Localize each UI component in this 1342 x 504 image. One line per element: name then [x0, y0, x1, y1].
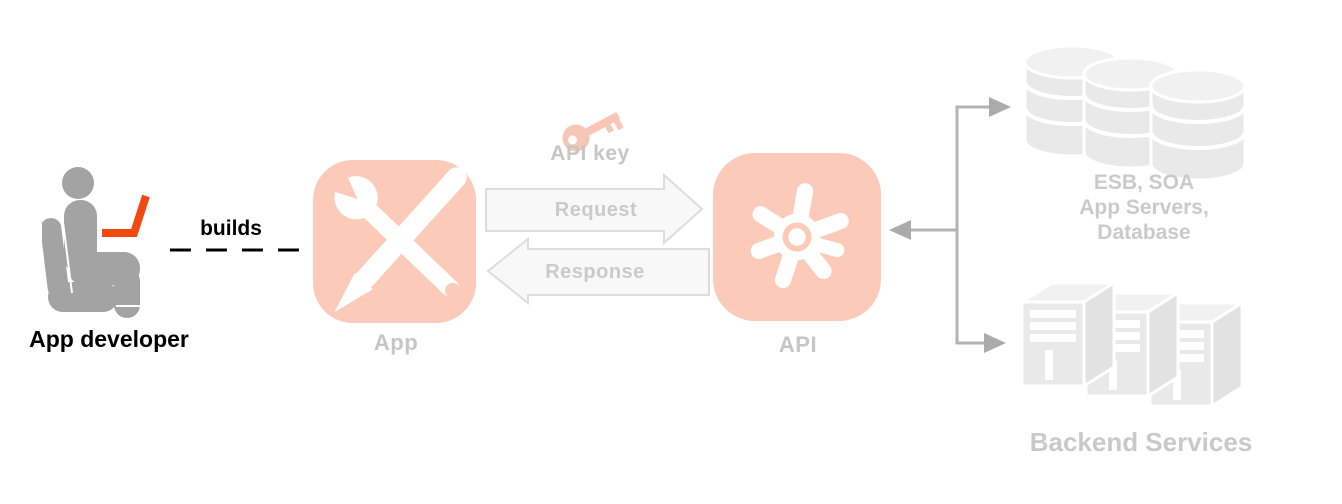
key-icon [562, 112, 624, 152]
backend-bracket-line [909, 105, 991, 345]
database-cylinder [1149, 68, 1247, 182]
response-arrow [486, 236, 710, 306]
chair-seat [48, 282, 118, 312]
response-label: Response [545, 261, 645, 283]
arrowhead-to-api-icon [889, 220, 911, 240]
api-key-label: API key [550, 142, 630, 165]
api-label: API [778, 332, 818, 357]
esb-label-line3: Database [1097, 221, 1191, 244]
esb-label-line1: ESB, SOA [1093, 171, 1195, 194]
request-arrow [485, 172, 704, 246]
app-label: App [373, 330, 419, 355]
database-stack-icon [1023, 44, 1247, 182]
server-tower [1144, 300, 1248, 408]
esb-soa-label: ESB, SOA App Servers, Database [1079, 170, 1209, 245]
builds-label: builds [200, 217, 262, 240]
arrowhead-to-database-icon [989, 97, 1011, 117]
seated-person-icon [42, 167, 140, 318]
person-head [62, 167, 94, 199]
request-label: Request [554, 199, 638, 221]
person-lower-leg [114, 268, 140, 318]
app-developer-icon [42, 167, 150, 318]
gear-asterisk-icon [750, 183, 849, 289]
backend-services-label: Backend Services [1029, 427, 1253, 457]
gear-center-ring [782, 222, 812, 252]
wrench-and-pencil-icon [318, 162, 467, 313]
api-icon [713, 153, 881, 321]
esb-label-line2: App Servers, [1079, 196, 1209, 219]
pencil-icon [334, 167, 467, 313]
chair-back [42, 218, 69, 298]
app-icon [313, 160, 476, 323]
server-towers-icon [1018, 280, 1248, 408]
server-tower [1018, 280, 1120, 389]
app-developer-label: App developer [29, 326, 189, 352]
laptop-icon [102, 194, 150, 237]
arrowhead-to-servers-icon [984, 333, 1006, 353]
